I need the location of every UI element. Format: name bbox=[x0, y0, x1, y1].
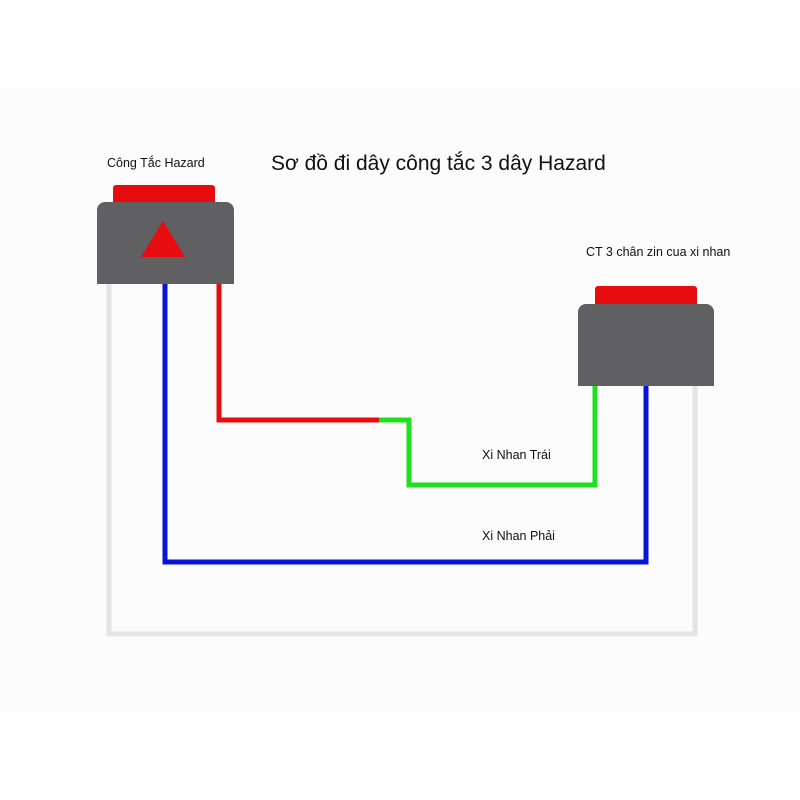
diagram-title: Sơ đồ đi dây công tắc 3 dây Hazard bbox=[271, 152, 606, 175]
warning-triangle-icon bbox=[141, 221, 185, 257]
turn-signal-switch-cap bbox=[595, 286, 697, 306]
hazard-switch bbox=[97, 185, 234, 284]
white-wire bbox=[106, 283, 698, 637]
left-signal-wire-label: Xi Nhan Trái bbox=[482, 448, 551, 462]
green-wire bbox=[379, 384, 598, 488]
turn-signal-switch bbox=[578, 286, 714, 386]
hazard-switch-body bbox=[97, 202, 234, 284]
right-signal-wire-label: Xi Nhan Phải bbox=[482, 529, 555, 543]
hazard-switch-cap bbox=[113, 185, 215, 204]
hazard-switch-label: Công Tắc Hazard bbox=[107, 156, 205, 170]
red-wire bbox=[216, 283, 381, 423]
blue-wire bbox=[162, 283, 649, 565]
turn-signal-switch-label: CT 3 chân zin cua xi nhan bbox=[586, 245, 731, 259]
turn-signal-switch-body bbox=[578, 304, 714, 386]
